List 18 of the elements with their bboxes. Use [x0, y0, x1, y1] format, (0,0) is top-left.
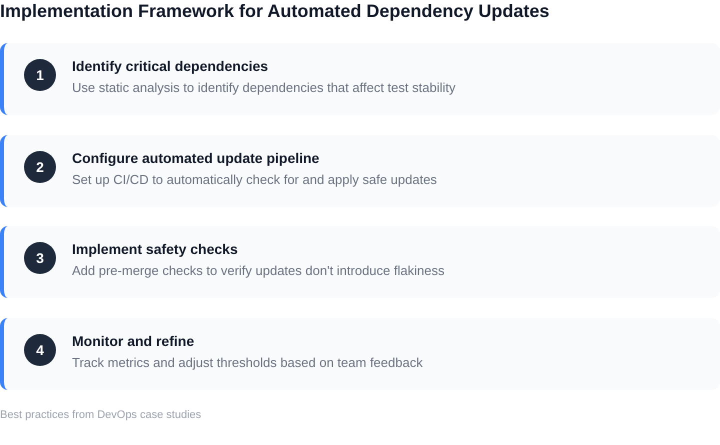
- step-number-circle: 4: [24, 334, 56, 366]
- diagram-title: Implementation Framework for Automated Dependency Updates: [0, 0, 550, 22]
- footnote: Best practices from DevOps case studies: [0, 409, 202, 422]
- step-title: Configure automated update pipeline: [72, 150, 320, 167]
- step-number-circle: 1: [24, 59, 56, 91]
- step-number-circle: 3: [24, 242, 56, 274]
- step-title: Implement safety checks: [72, 241, 238, 258]
- step-number-circle: 2: [24, 151, 56, 183]
- step-description: Use static analysis to identify dependencies that affect test stability: [72, 80, 456, 96]
- step-title: Monitor and refine: [72, 333, 194, 350]
- step-card: [0, 318, 720, 390]
- step-description: Track metrics and adjust thresholds based on team feedback: [72, 355, 423, 371]
- step-description: Add pre-merge checks to verify updates don't introduce flakiness: [72, 263, 444, 279]
- step-card: [0, 226, 720, 298]
- step-title: Identify critical dependencies: [72, 58, 268, 75]
- step-description: Set up CI/CD to automatically check for and apply safe updates: [72, 172, 437, 188]
- step-card: [0, 135, 720, 207]
- step-card: [0, 43, 720, 115]
